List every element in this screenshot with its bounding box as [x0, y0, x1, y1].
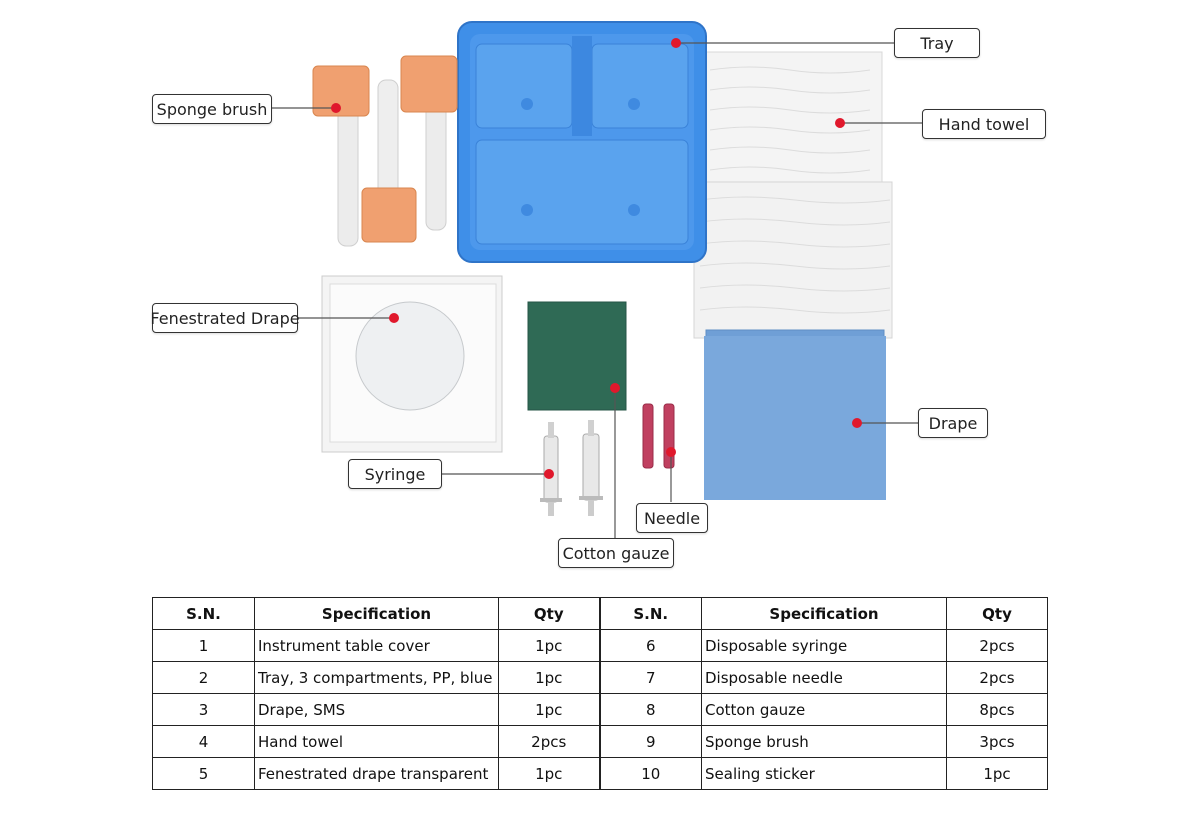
table-row: 3 Drape, SMS 1pc 8 Cotton gauze 8pcs [152, 693, 1048, 726]
qty-cell: 3pcs [946, 725, 1048, 758]
sponge-brush-label: Sponge brush [152, 94, 272, 124]
table-row: 1 Instrument table cover 1pc 6 Disposabl… [152, 629, 1048, 662]
header-qty: Qty [946, 597, 1048, 630]
syringe-image [540, 420, 603, 516]
hand-towel-marker [835, 118, 845, 128]
fenestrated-drape-label: Fenestrated Drape [150, 303, 300, 333]
specification-cell: Hand towel [254, 725, 499, 758]
sn-cell: 6 [599, 629, 702, 662]
specification-cell: Instrument table cover [254, 629, 499, 662]
table-row: 5 Fenestrated drape transparent 1pc 10 S… [152, 757, 1048, 790]
sn-cell: 8 [599, 693, 702, 726]
specification-cell: Disposable needle [701, 661, 947, 694]
cotton-gauze-marker [610, 383, 620, 393]
specification-cell: Sponge brush [701, 725, 947, 758]
cotton-gauze-label: Cotton gauze [558, 538, 674, 568]
specification-table: S.N. Specification Qty S.N. Specificatio… [152, 597, 1048, 790]
needle-marker [666, 447, 676, 457]
sn-cell: 7 [599, 661, 702, 694]
header-specification: Specification [254, 597, 499, 630]
header-sn: S.N. [152, 597, 255, 630]
needle-label: Needle [636, 503, 708, 533]
specification-cell: Cotton gauze [701, 693, 947, 726]
table-row: 2 Tray, 3 compartments, PP, blue 1pc 7 D… [152, 661, 1048, 694]
sn-cell: 10 [599, 757, 702, 790]
sponge-brush-image [312, 55, 458, 247]
qty-cell: 1pc [498, 661, 601, 694]
sn-cell: 4 [152, 725, 255, 758]
fenestrated-drape-image [321, 275, 503, 453]
sn-cell: 5 [152, 757, 255, 790]
drape-image [704, 329, 886, 500]
header-specification: Specification [701, 597, 947, 630]
qty-cell: 1pc [498, 629, 601, 662]
syringe-label: Syringe [348, 459, 442, 489]
qty-cell: 1pc [946, 757, 1048, 790]
qty-cell: 1pc [498, 693, 601, 726]
qty-cell: 2pcs [946, 661, 1048, 694]
qty-cell: 2pcs [946, 629, 1048, 662]
qty-cell: 1pc [498, 757, 601, 790]
header-qty: Qty [498, 597, 601, 630]
table-header-row: S.N. Specification Qty S.N. Specificatio… [152, 597, 1048, 630]
tray-label: Tray [894, 28, 980, 58]
specification-cell: Fenestrated drape transparent [254, 757, 499, 790]
drape-marker [852, 418, 862, 428]
sn-cell: 1 [152, 629, 255, 662]
hand-towel-image [693, 51, 893, 339]
sn-cell: 9 [599, 725, 702, 758]
sponge-brush-marker [331, 103, 341, 113]
qty-cell: 2pcs [498, 725, 601, 758]
hand-towel-label: Hand towel [922, 109, 1046, 139]
sn-cell: 2 [152, 661, 255, 694]
specification-cell: Tray, 3 compartments, PP, blue [254, 661, 499, 694]
specification-cell: Disposable syringe [701, 629, 947, 662]
specification-cell: Drape, SMS [254, 693, 499, 726]
drape-label: Drape [918, 408, 988, 438]
fenestrated-drape-marker [389, 313, 399, 323]
table-row: 4 Hand towel 2pcs 9 Sponge brush 3pcs [152, 725, 1048, 758]
sn-cell: 3 [152, 693, 255, 726]
header-sn: S.N. [599, 597, 702, 630]
syringe-marker [544, 469, 554, 479]
needle-image [642, 403, 675, 469]
product-photo [272, 21, 922, 538]
cotton-gauze-image [527, 301, 627, 411]
qty-cell: 8pcs [946, 693, 1048, 726]
tray-marker [671, 38, 681, 48]
specification-cell: Sealing sticker [701, 757, 947, 790]
tray-image [457, 21, 707, 263]
